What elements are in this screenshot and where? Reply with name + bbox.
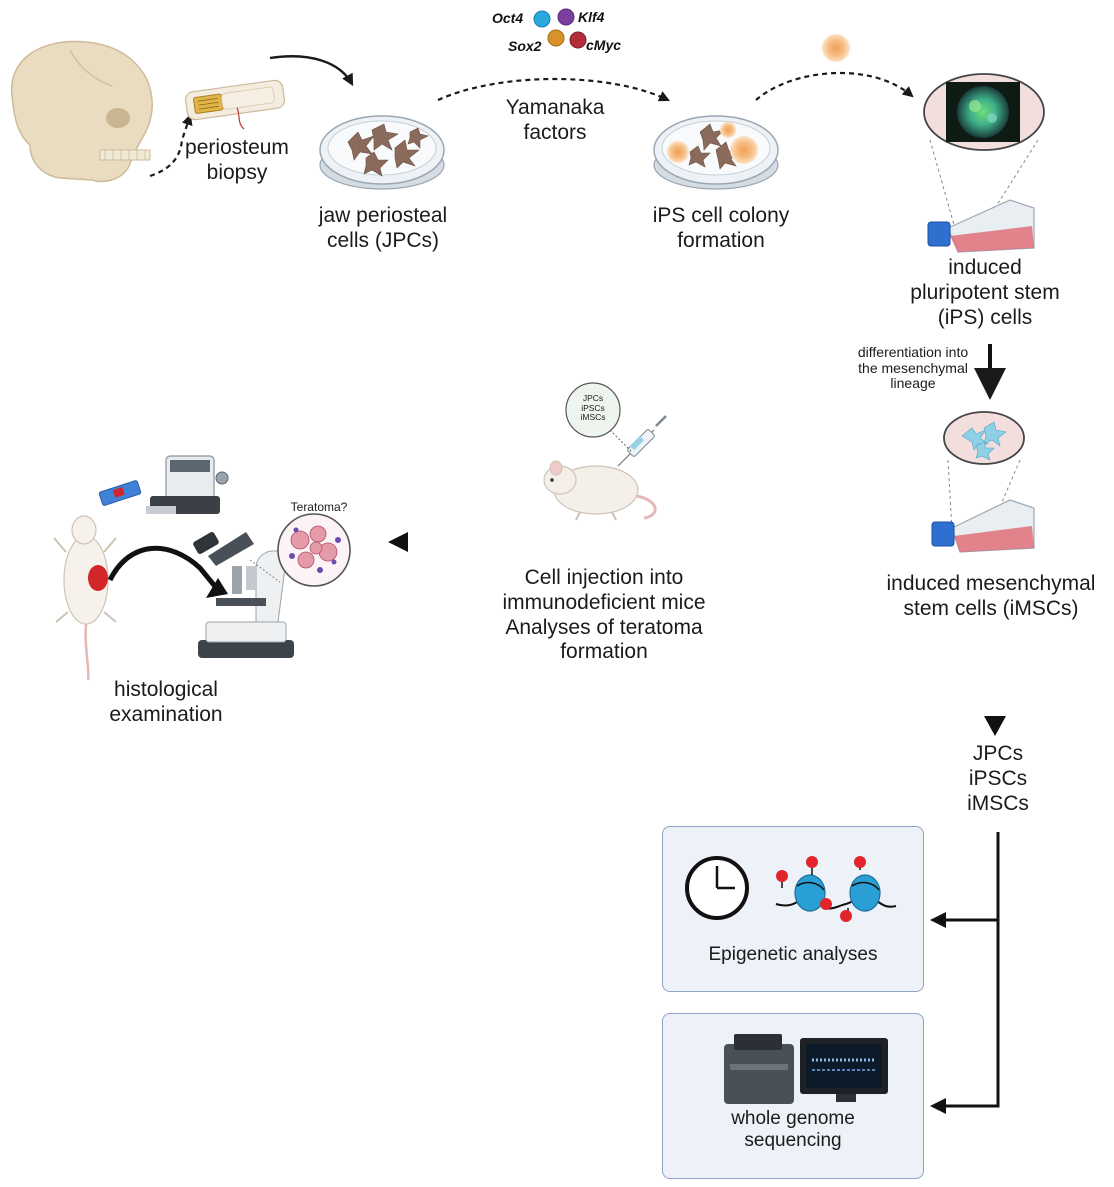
arrow-injection-head xyxy=(388,532,408,552)
solid-arrow-to-jpcs xyxy=(269,55,354,87)
culture-flask-icon xyxy=(927,199,1035,253)
epigenetic-box xyxy=(662,826,924,992)
ips-magnified-view xyxy=(923,73,1045,233)
branch-line xyxy=(940,832,1000,1108)
label-epigenetic: Epigenetic analyses xyxy=(708,944,878,965)
factor-klf4: Klf4 xyxy=(578,9,605,25)
petri-dish-icon xyxy=(319,115,445,190)
curved-arrow-histology xyxy=(107,545,220,592)
imsc-magnified-view xyxy=(943,411,1025,531)
oct4-ball xyxy=(533,10,551,28)
dashed-arrow-yamanaka xyxy=(437,77,670,102)
sox2-ball xyxy=(547,29,565,47)
imsc-flask-icon xyxy=(931,499,1035,553)
biopsy-tube-icon xyxy=(184,79,286,130)
factor-oct4: Oct4 xyxy=(492,10,524,26)
ips-colony-ball xyxy=(822,34,850,62)
wgs-box xyxy=(662,1013,924,1179)
syringe-bubble xyxy=(565,382,621,438)
syringe-icon xyxy=(617,415,667,467)
klf4-ball xyxy=(557,8,575,26)
biopsy-dashed-arrow xyxy=(149,113,193,178)
colony-dish-icon xyxy=(653,115,779,190)
cmyc-ball xyxy=(569,31,587,49)
dissected-mouse-icon xyxy=(53,515,117,681)
factor-cmyc: cMyc xyxy=(586,37,622,53)
mouse-icon xyxy=(543,460,657,521)
dashed-arrow-to-ips xyxy=(755,71,914,101)
label-teratoma: Teratoma? xyxy=(290,500,348,514)
skull-icon xyxy=(11,40,153,183)
teratoma-zoom-icon xyxy=(249,513,351,587)
microscope-icon xyxy=(193,532,294,658)
slide-icon xyxy=(98,480,142,506)
microtome-icon xyxy=(146,455,229,514)
factor-sox2: Sox2 xyxy=(508,38,542,54)
